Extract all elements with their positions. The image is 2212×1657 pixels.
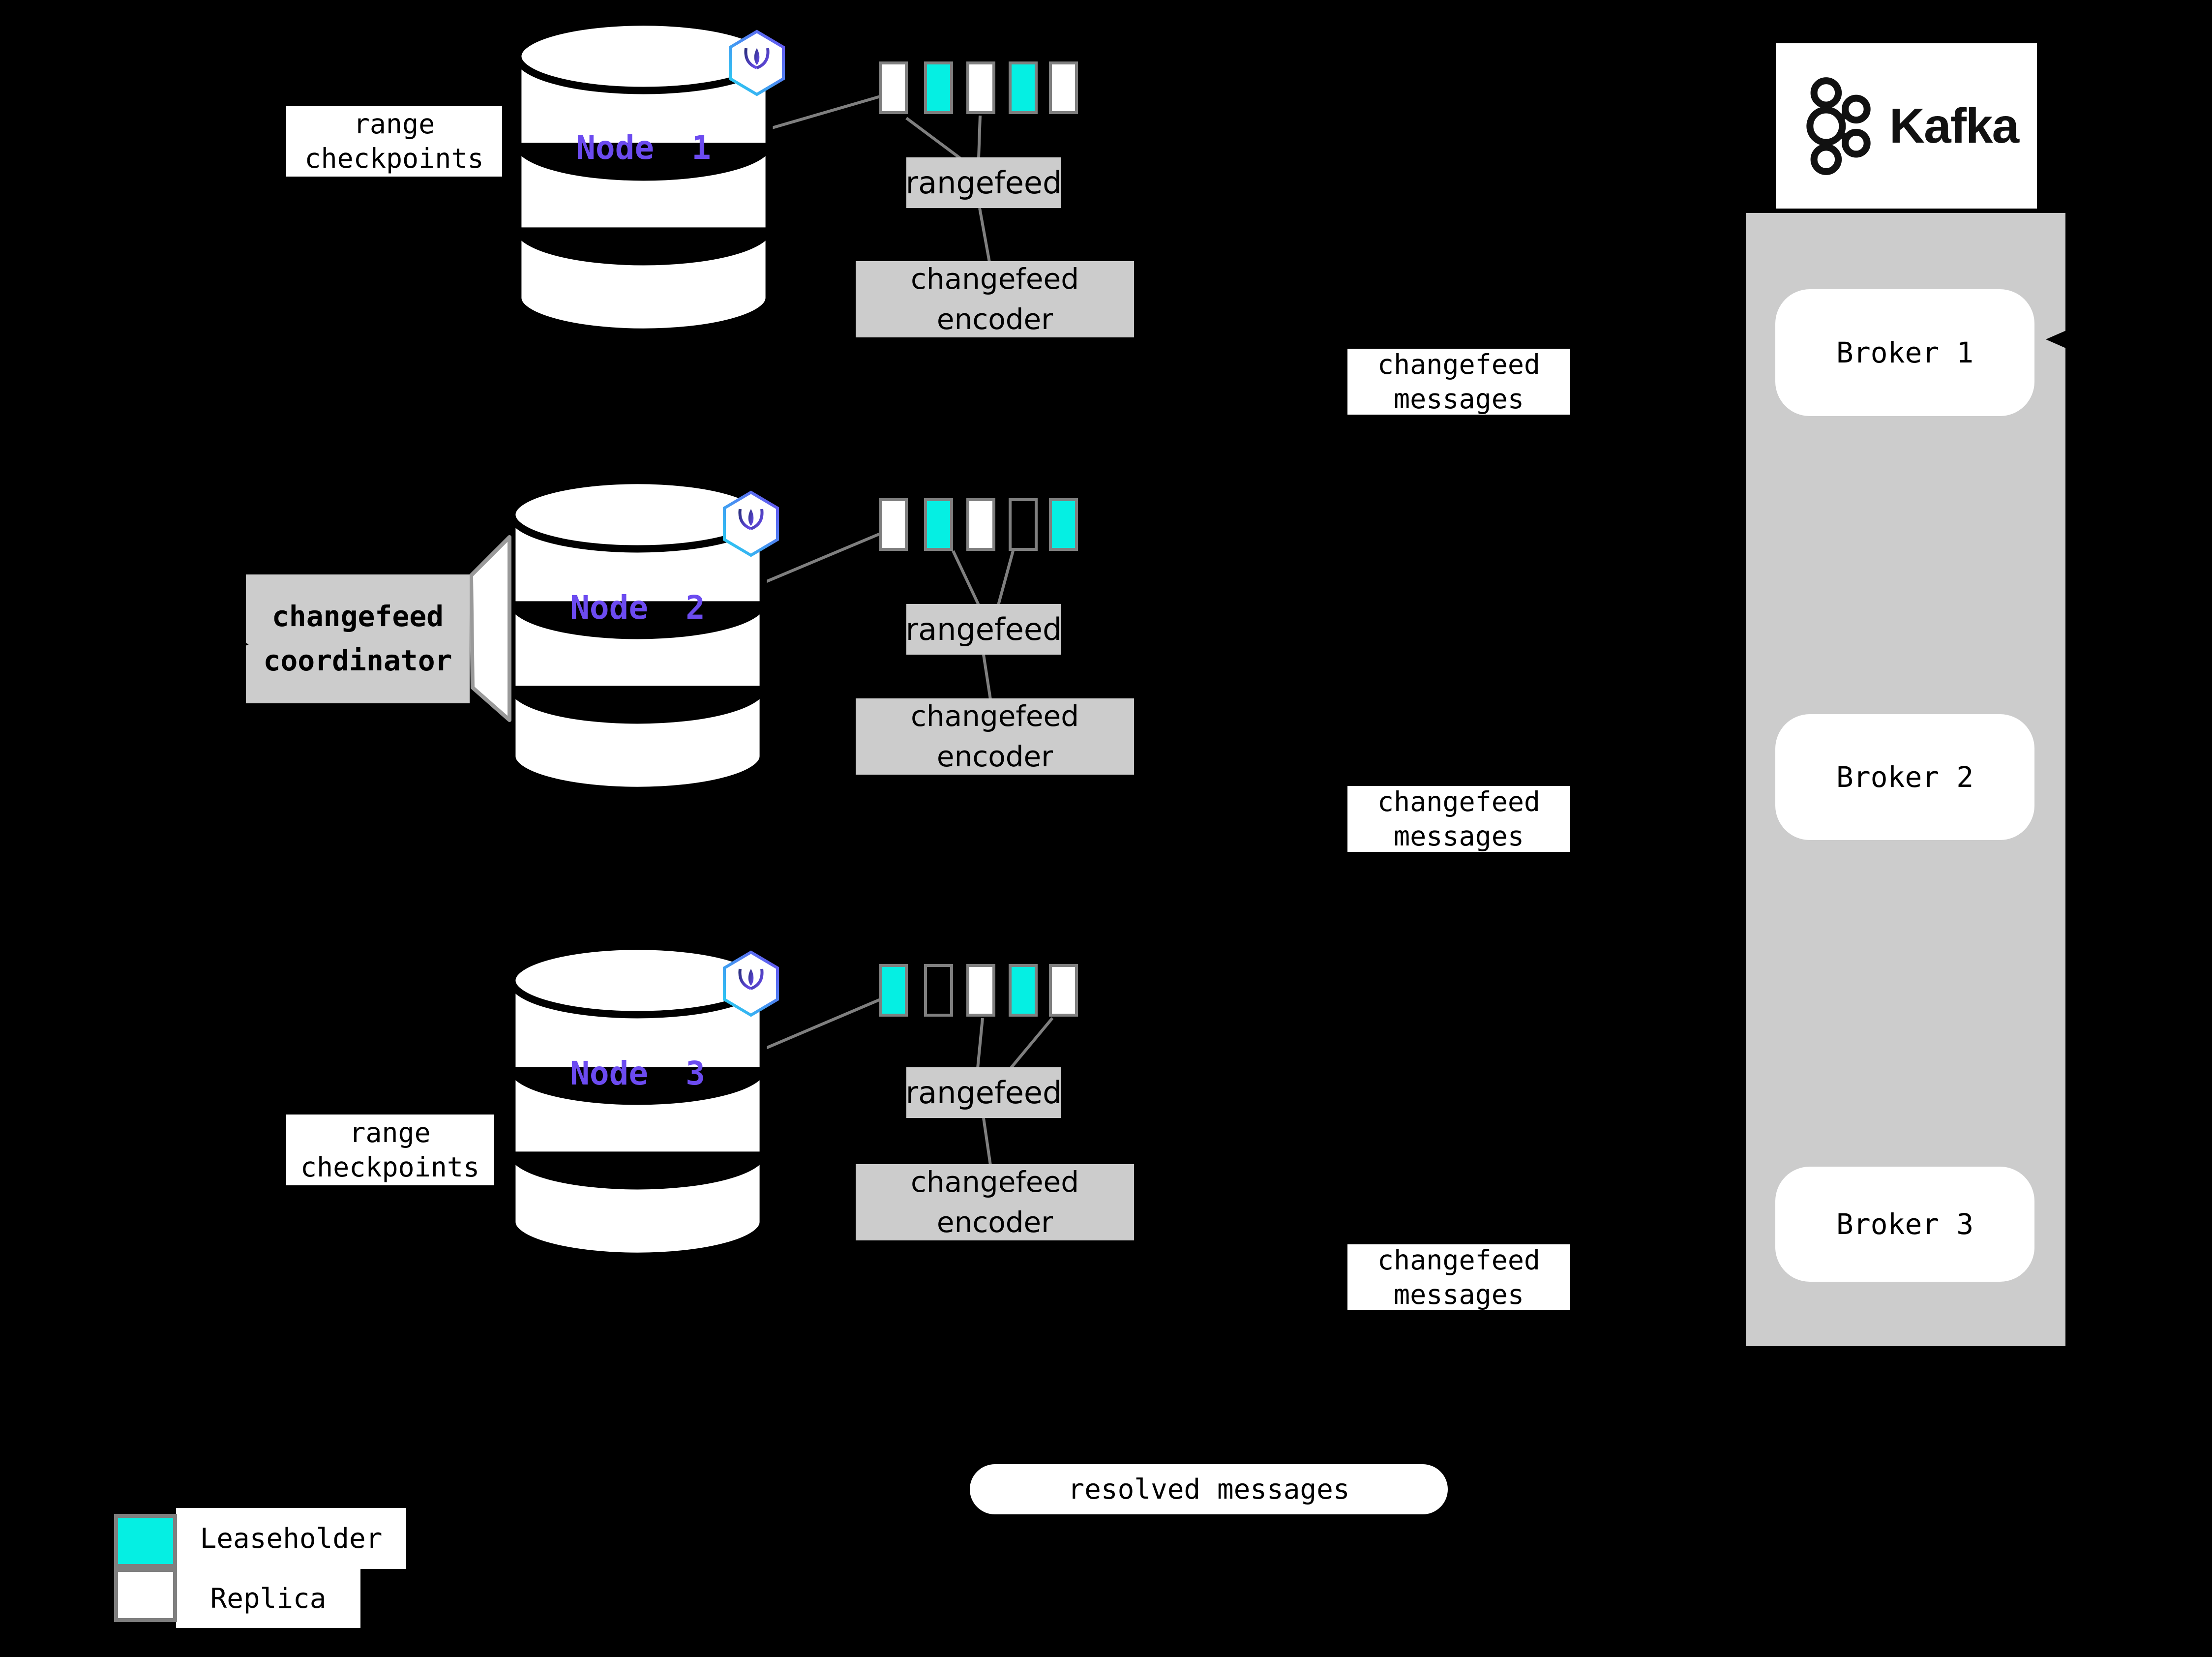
encoder-line1: changefeed: [910, 262, 1079, 296]
range-cell: [924, 61, 953, 114]
range-cell: [966, 964, 995, 1017]
broker-2: Broker 2: [1775, 714, 2034, 840]
range-cell: [1049, 964, 1078, 1017]
range-cell: [879, 61, 908, 114]
cockroachdb-icon: [723, 950, 779, 1017]
range-checkpoints-label: range checkpoints: [286, 1115, 494, 1185]
changefeed-encoder-box: changefeed encoder: [856, 1164, 1134, 1240]
range-cell: [966, 498, 995, 551]
legend-leaseholder-swatch: [114, 1514, 177, 1568]
database-cylinder: [508, 942, 767, 1260]
rangefeed-box: rangefeed: [906, 1067, 1062, 1118]
legend-replica-swatch: [114, 1568, 177, 1622]
database-cylinder: [514, 18, 773, 336]
legend-leaseholder-label-box: Leaseholder: [176, 1508, 406, 1569]
cockroachdb-icon: [723, 490, 779, 557]
changefeed-coordinator-box: changefeed coordinator: [246, 574, 470, 703]
legend-replica-label-box: Replica: [176, 1569, 360, 1628]
range-cell: [924, 498, 953, 551]
changefeed-encoder-box: changefeed encoder: [856, 698, 1134, 775]
changefeed-messages-label: changefeed messages: [1347, 786, 1570, 852]
broker-1: Broker 1: [1775, 289, 2034, 416]
broker-3: Broker 3: [1775, 1167, 2034, 1282]
range-cell: [1009, 61, 1038, 114]
database-cylinder: [508, 477, 767, 794]
changefeed-encoder-box: changefeed encoder: [856, 261, 1134, 337]
range-cell: [1049, 61, 1078, 114]
node-3-label: Node 3: [570, 1054, 705, 1092]
range-cell: [966, 61, 995, 114]
rangefeed-box: rangefeed: [906, 604, 1062, 655]
changefeed-messages-label: changefeed messages: [1347, 349, 1570, 415]
cockroachdb-icon: [729, 30, 785, 96]
range-cell: [1049, 498, 1078, 551]
changefeed-messages-label: changefeed messages: [1347, 1244, 1570, 1310]
kafka-logo: Kafka: [1776, 43, 2037, 209]
node-1-label: Node 1: [576, 129, 711, 167]
kafka-icon: [1806, 77, 1871, 175]
rangefeed-box: rangefeed: [906, 157, 1062, 208]
range-cell: [1009, 498, 1038, 551]
encoder-line2: encoder: [936, 302, 1053, 336]
kafka-wordmark: Kafka: [1889, 98, 2019, 153]
range-cell: [924, 964, 953, 1017]
range-cell: [879, 498, 908, 551]
range-cell: [1009, 964, 1038, 1017]
node-2-label: Node 2: [570, 589, 705, 627]
resolved-messages-pill: resolved messages: [970, 1464, 1448, 1514]
range-cell: [879, 964, 908, 1017]
range-checkpoints-label: range checkpoints: [286, 106, 502, 177]
